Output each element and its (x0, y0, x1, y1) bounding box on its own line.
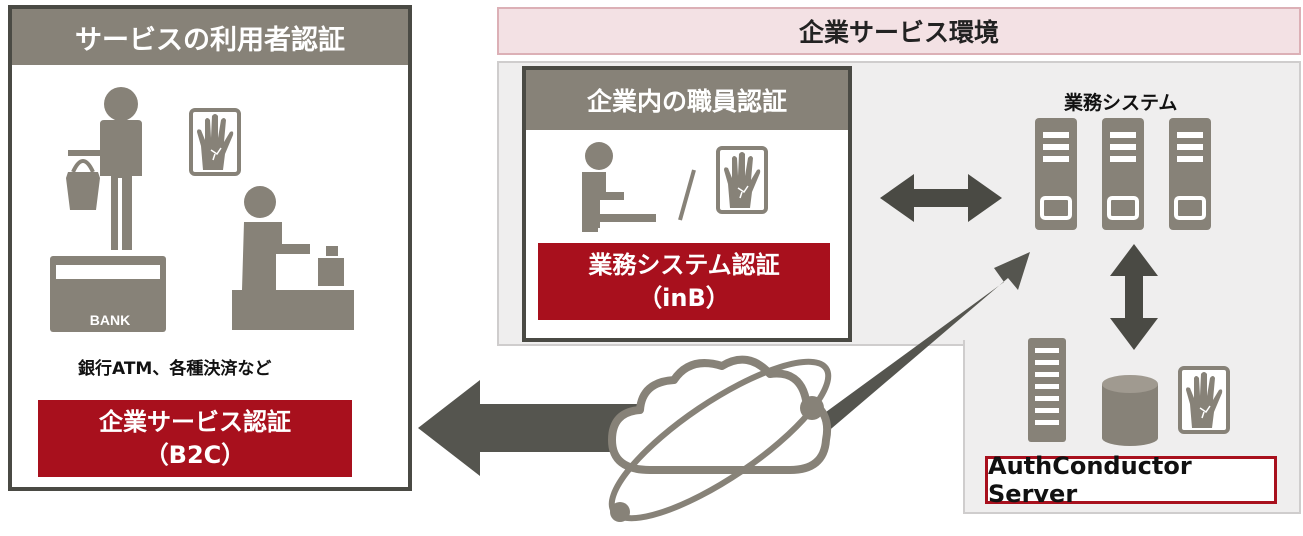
cashier-icon (232, 186, 354, 330)
staff-auth-title: 企業内の職員認証 (526, 70, 848, 130)
bank-label: BANK (90, 312, 130, 328)
server-icon (1028, 338, 1066, 442)
b2c-auth-box: 企業サービス認証 （B2C） (38, 400, 352, 477)
authconductor-server-box: AuthConductor Server (985, 452, 1277, 508)
server-icon (1167, 116, 1213, 232)
palm-vein-icon (189, 108, 241, 176)
atm-caption: 銀行ATM、各種決済など (78, 359, 272, 379)
database-icon (1102, 375, 1158, 446)
arrow-to-user-services (418, 380, 640, 476)
office-worker-icon (582, 142, 696, 232)
user-auth-title: サービスの利用者認証 (12, 9, 408, 65)
b2c-auth-sub: （B2C） (144, 440, 246, 469)
bank-card-icon: BANK (50, 256, 166, 332)
cloud-network-icon (608, 355, 832, 522)
palm-vein-icon (716, 146, 768, 214)
person-with-basket-icon (66, 87, 142, 250)
business-system-label: 業務システム (1064, 92, 1178, 114)
inb-auth-sub: （inB） (638, 283, 730, 312)
enterprise-env-title: 企業サービス環境 (497, 7, 1301, 55)
inb-auth-box: 業務システム認証 （inB） (538, 243, 830, 320)
server-icon (1100, 116, 1146, 232)
b2c-auth-label: 企業サービス認証 (99, 408, 291, 437)
server-icon (1033, 116, 1079, 232)
arrow-to-business-system (815, 252, 1030, 434)
palm-vein-icon (1178, 366, 1230, 434)
bidirectional-arrow-icon (880, 174, 1002, 222)
bidirectional-arrow-icon (1110, 244, 1158, 350)
inb-auth-label: 業務システム認証 (588, 251, 780, 280)
